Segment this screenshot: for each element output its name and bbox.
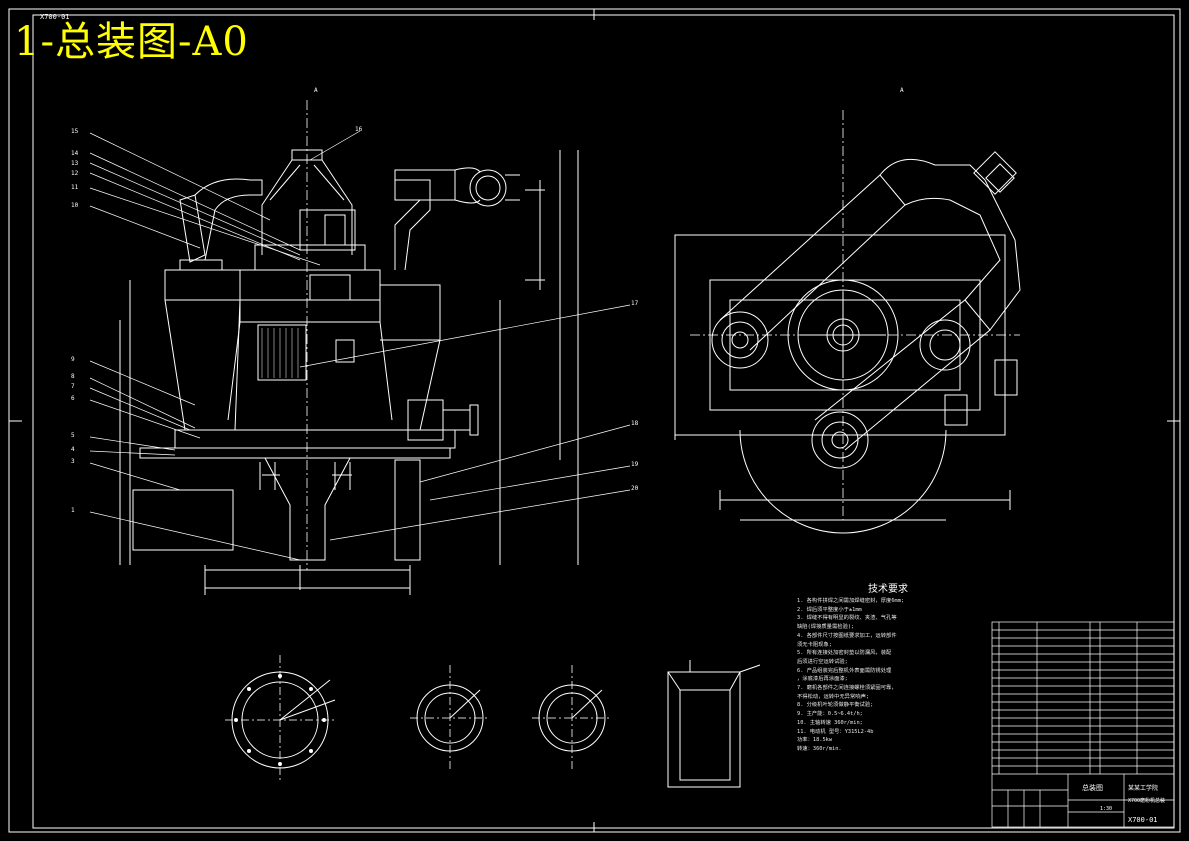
tech-requirement-item: 6. 产品组装完后整机外表面需防锈处理 bbox=[797, 667, 892, 674]
balloon-8: 8 bbox=[71, 373, 75, 380]
flange-details bbox=[225, 655, 761, 788]
balloon-18: 18 bbox=[631, 420, 639, 427]
tech-requirement-item: 9. 主产能：0.5~6.4t/h; bbox=[797, 711, 863, 718]
outer-border bbox=[8, 8, 1181, 833]
top-view bbox=[674, 110, 1021, 534]
balloon-9: 9 bbox=[71, 356, 75, 363]
tech-requirements-title: 技术要求 bbox=[868, 584, 908, 595]
tech-requirement-item: 缺陷(焊接质量需检验); bbox=[797, 624, 855, 631]
tech-requirement-item: 10. 主轴转速 360r/min; bbox=[797, 719, 863, 726]
tech-requirement-item: 功率：18.5kw bbox=[797, 737, 833, 744]
balloon-6: 6 bbox=[71, 395, 75, 402]
tech-requirement-item: 转速：360r/min. bbox=[797, 745, 842, 752]
tech-requirement-item: 8. 分级机叶轮须做静平衡试验; bbox=[797, 702, 874, 709]
balloon-10: 10 bbox=[71, 202, 79, 209]
tech-requirement-item: 7. 磨机各部件之间连接螺栓须紧固可靠， bbox=[797, 685, 897, 692]
balloon-1: 1 bbox=[71, 507, 75, 514]
balloon-16: 16 bbox=[355, 126, 363, 133]
balloon-12: 12 bbox=[71, 170, 79, 177]
balloon-7: 7 bbox=[71, 383, 75, 390]
balloon-11: 11 bbox=[71, 184, 79, 191]
balloon-13: 13 bbox=[71, 160, 79, 167]
balloon-labels-left: 15 14 13 12 11 10 9 8 7 6 5 4 3 1 bbox=[71, 128, 79, 514]
tech-requirement-item: 2. 焊后须平整度小于±1mm bbox=[797, 606, 862, 613]
view-marker-top: A bbox=[900, 87, 904, 94]
balloon-15: 15 bbox=[71, 128, 79, 135]
model-name: X700磨粉机总装 bbox=[1128, 797, 1165, 804]
drawing-name: 总装图 bbox=[1082, 783, 1103, 792]
tech-requirement-item: ，涂底漆后再涂面漆; bbox=[797, 676, 848, 683]
tech-requirement-item: 5. 所有连接处加密封垫以防漏风，装配 bbox=[797, 650, 892, 657]
view-marker-front: A bbox=[314, 87, 318, 94]
inner-border bbox=[32, 14, 1175, 829]
drawing-code-tag: X700-01 bbox=[40, 13, 70, 21]
balloon-19: 19 bbox=[631, 461, 639, 468]
tech-requirement-item: 不得松动，运转中无异常响声; bbox=[797, 693, 870, 700]
scale-value: 1:30 bbox=[1100, 806, 1112, 812]
balloon-14: 14 bbox=[71, 150, 79, 157]
front-view bbox=[89, 100, 631, 595]
parts-list-and-title-block bbox=[991, 621, 1175, 828]
tech-requirement-item: 4. 各部件尺寸按图纸要求加工，运转部件 bbox=[797, 632, 897, 639]
tech-requirement-item: 1. 各构件拼焊之间需加焊缝密封，厚度6mm; bbox=[797, 598, 905, 604]
tech-requirements-list: 1. 各构件拼焊之间需加焊缝密封，厚度6mm; 2. 焊后须平整度小于±1mm … bbox=[797, 597, 987, 754]
tech-requirement-item: 须无卡阻现象; bbox=[797, 641, 832, 648]
balloon-17: 17 bbox=[631, 300, 639, 307]
title-block-text: 总装图 某某工学院 X700磨粉机总装 1:30 X700-01 bbox=[1082, 783, 1165, 824]
drawing-number: X700-01 bbox=[1128, 816, 1158, 824]
balloon-20: 20 bbox=[631, 485, 639, 492]
tech-requirement-item: 后须进行空运转试验; bbox=[797, 658, 848, 665]
balloon-4: 4 bbox=[71, 446, 75, 453]
tech-requirement-item: 11. 电动机 型号：Y315L2-4b bbox=[797, 728, 874, 735]
balloon-3: 3 bbox=[71, 458, 75, 465]
page-title: 1-总装图-A0 bbox=[14, 19, 249, 65]
school-name: 某某工学院 bbox=[1128, 784, 1158, 792]
balloon-5: 5 bbox=[71, 432, 75, 439]
tech-requirement-item: 3. 焊缝不得有明显的裂纹、夹渣、气孔等 bbox=[797, 615, 897, 622]
balloon-labels-right: 16 17 18 19 20 bbox=[355, 126, 639, 492]
